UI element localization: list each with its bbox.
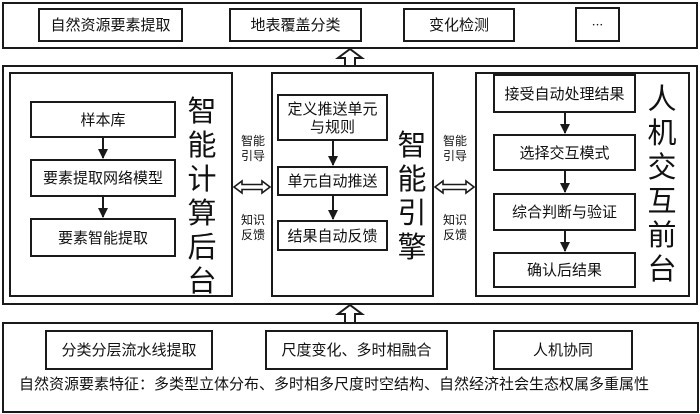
app-land-cover-classification: 地表覆盖分类 <box>229 8 362 42</box>
backend-step-sample-library: 样本库 <box>30 101 176 138</box>
engine-step-auto-feedback: 结果自动反馈 <box>277 220 388 251</box>
frontend-step-confirmed-result: 确认后结果 <box>493 252 636 288</box>
left-feedback-label: 知识反馈 <box>240 213 265 242</box>
backend-step-intelligent-extraction: 要素智能提取 <box>30 218 176 257</box>
frontend-title: 人机交互前台 <box>647 82 677 286</box>
app-change-detection: 变化检测 <box>403 8 515 42</box>
frontend-step-judge-verify: 综合判断与验证 <box>493 193 636 231</box>
engine-step-auto-push: 单元自动推送 <box>277 166 388 196</box>
left-guide-label: 智能引导 <box>240 134 265 163</box>
hollow-up-arrow-icon <box>335 47 365 65</box>
backend-title: 智能计算后台 <box>187 94 217 298</box>
feature-description: 自然资源要素特征：多类型立体分布、多时相多尺度时空结构、自然经济社会生态权属多重… <box>19 375 650 393</box>
right-guide-label: 智能引导 <box>442 134 467 163</box>
engine-step-define-rules: 定义推送单元与规则 <box>277 94 388 141</box>
app-more: ··· <box>575 7 620 42</box>
hollow-up-arrow-icon <box>335 303 365 322</box>
foundation-scale-fusion: 尺度变化、多时相融合 <box>265 330 448 370</box>
engine-title: 智能引擎 <box>397 128 427 264</box>
foundation-human-machine: 人机协同 <box>493 330 633 370</box>
right-feedback-label: 知识反馈 <box>442 213 467 242</box>
foundation-pipeline-extraction: 分类分层流水线提取 <box>45 330 213 370</box>
app-natural-resource-extraction: 自然资源要素提取 <box>38 8 183 42</box>
frontend-step-select-mode: 选择交互模式 <box>493 134 636 171</box>
backend-step-network-model: 要素提取网络模型 <box>30 159 176 197</box>
frontend-step-receive-results: 接受自动处理结果 <box>493 74 636 113</box>
